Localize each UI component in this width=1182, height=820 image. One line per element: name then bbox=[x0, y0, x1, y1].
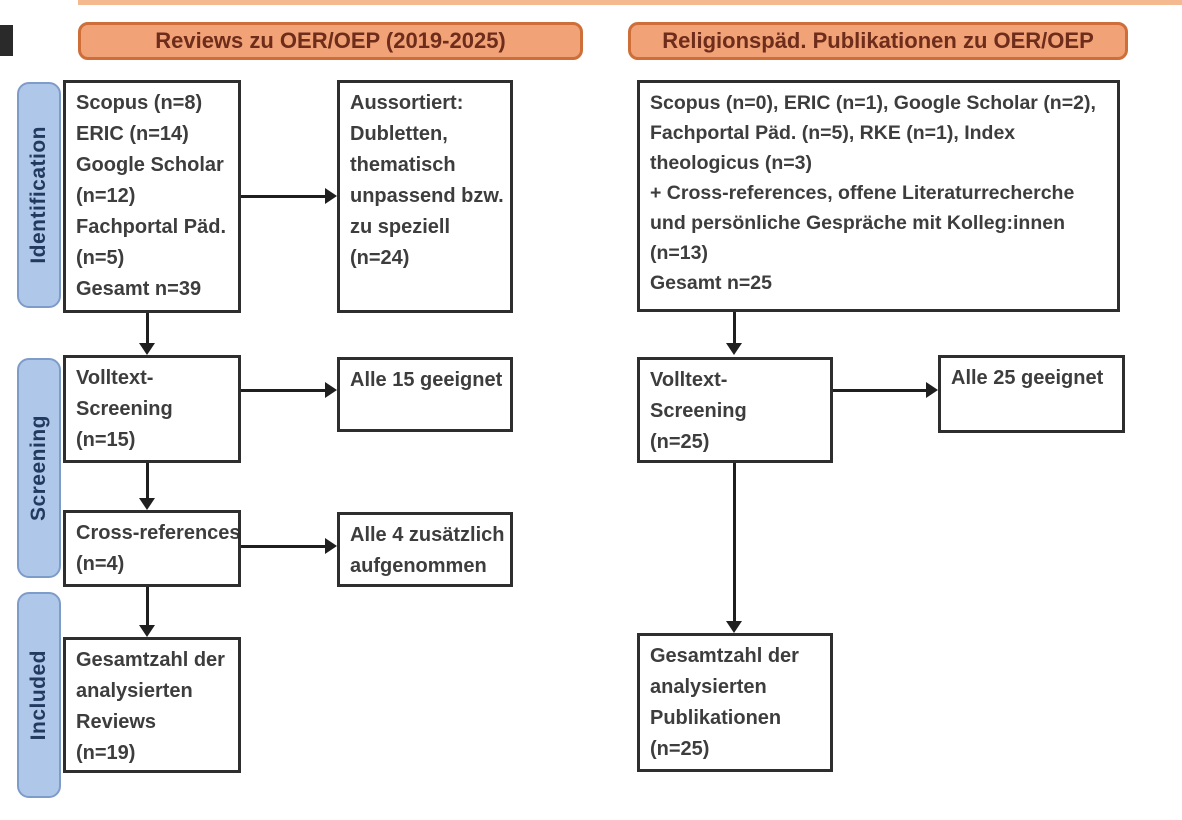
column-header-religionspaed-label: Religionspäd. Publikationen zu OER/OEP bbox=[662, 28, 1094, 53]
arrowhead-right-icon bbox=[325, 188, 337, 204]
left-crossref-box: Cross-references (n=4) bbox=[63, 510, 241, 587]
cropped-artifact-left bbox=[0, 25, 13, 56]
cropped-artifact-top bbox=[78, 0, 1182, 5]
stage-label-screening: Screening bbox=[17, 358, 61, 578]
stage-label-included-text: Included bbox=[27, 649, 50, 741]
column-header-reviews: Reviews zu OER/OEP (2019-2025) bbox=[78, 22, 583, 60]
stage-label-identification-text: Identification bbox=[27, 126, 50, 264]
left-included-box: Gesamtzahl der analysierten Reviews (n=1… bbox=[63, 637, 241, 773]
arrow-right-sources-to-fulltext bbox=[733, 312, 736, 344]
arrow-left-crossref-to-result bbox=[241, 545, 326, 548]
stage-label-included: Included bbox=[17, 592, 61, 798]
column-header-reviews-label: Reviews zu OER/OEP (2019-2025) bbox=[155, 28, 506, 53]
arrow-left-crossref-to-included bbox=[146, 587, 149, 626]
arrow-left-sources-to-fulltext bbox=[146, 313, 149, 345]
left-sources-box: Scopus (n=8) ERIC (n=14) Google Scholar … bbox=[63, 80, 241, 313]
arrowhead-right-icon bbox=[325, 538, 337, 554]
left-fulltext-result-box: Alle 15 geeignet bbox=[337, 357, 513, 432]
column-header-religionspaed: Religionspäd. Publikationen zu OER/OEP bbox=[628, 22, 1128, 60]
stage-label-screening-text: Screening bbox=[27, 414, 50, 522]
arrowhead-right-icon bbox=[926, 382, 938, 398]
arrowhead-down-icon bbox=[139, 625, 155, 637]
stage-label-identification: Identification bbox=[17, 82, 61, 308]
right-included-box: Gesamtzahl der analysierten Publikatione… bbox=[637, 633, 833, 772]
arrowhead-down-icon bbox=[726, 621, 742, 633]
right-fulltext-result-box: Alle 25 geeignet bbox=[938, 355, 1125, 433]
left-excluded-box: Aussortiert: Dubletten, thematisch unpas… bbox=[337, 80, 513, 313]
arrowhead-right-icon bbox=[325, 382, 337, 398]
arrow-left-fulltext-to-crossref bbox=[146, 463, 149, 499]
right-sources-box: Scopus (n=0), ERIC (n=1), Google Scholar… bbox=[637, 80, 1120, 312]
left-crossref-result-box: Alle 4 zusätzlich aufgenommen bbox=[337, 512, 513, 587]
arrow-right-fulltext-to-result bbox=[833, 389, 927, 392]
arrow-left-sources-to-excluded bbox=[241, 195, 326, 198]
arrowhead-down-icon bbox=[139, 343, 155, 355]
right-fulltext-screening-box: Volltext- Screening (n=25) bbox=[637, 357, 833, 463]
arrow-left-fulltext-to-result bbox=[241, 389, 326, 392]
arrowhead-down-icon bbox=[139, 498, 155, 510]
arrowhead-down-icon bbox=[726, 343, 742, 355]
left-fulltext-screening-box: Volltext- Screening (n=15) bbox=[63, 355, 241, 463]
arrow-right-fulltext-to-included bbox=[733, 463, 736, 622]
